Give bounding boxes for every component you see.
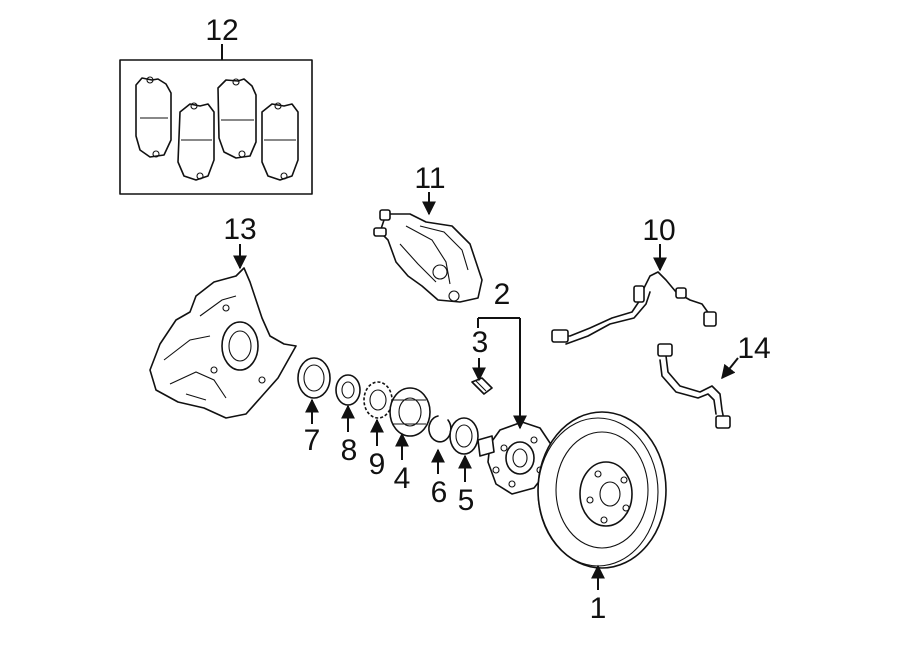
brake-pad bbox=[135, 76, 172, 158]
callout-14: 14 bbox=[737, 332, 770, 365]
brake-rotor[interactable] bbox=[537, 411, 667, 569]
brake-pad-kit[interactable] bbox=[119, 59, 313, 195]
callout-9: 9 bbox=[369, 448, 386, 481]
pad-kit-box bbox=[119, 59, 313, 195]
callout-3: 3 bbox=[472, 326, 489, 359]
hub-seal[interactable] bbox=[297, 357, 331, 399]
callout-10: 10 bbox=[642, 214, 675, 247]
callout-1: 1 bbox=[590, 592, 607, 625]
callout-11: 11 bbox=[414, 162, 445, 195]
callout-8: 8 bbox=[341, 434, 358, 467]
callout-7: 7 bbox=[304, 424, 321, 457]
callout-4: 4 bbox=[394, 462, 411, 495]
brake-pad bbox=[217, 78, 257, 159]
bearing-housing[interactable] bbox=[389, 387, 431, 437]
wheel-bearing[interactable] bbox=[363, 381, 393, 419]
snap-ring[interactable] bbox=[428, 415, 452, 443]
dust-seal[interactable] bbox=[449, 417, 479, 455]
callout-12: 12 bbox=[205, 14, 238, 47]
callout-6: 6 bbox=[431, 476, 448, 509]
callout-13: 13 bbox=[223, 213, 256, 246]
hub-bolt[interactable] bbox=[471, 377, 493, 395]
abs-wheel-speed-sensor[interactable] bbox=[551, 271, 717, 345]
brake-hose[interactable] bbox=[657, 343, 731, 429]
brake-caliper[interactable] bbox=[373, 209, 483, 303]
callout-2: 2 bbox=[494, 278, 511, 311]
callout-5: 5 bbox=[458, 484, 475, 517]
brake-pad bbox=[261, 102, 299, 181]
splash-shield[interactable] bbox=[149, 267, 297, 419]
callout-labels: 12 13 11 10 14 2 3 7 8 9 4 6 5 1 bbox=[205, 14, 770, 625]
bearing-inner-race[interactable] bbox=[335, 374, 361, 406]
brake-pad bbox=[177, 102, 215, 181]
wheel-hub[interactable] bbox=[477, 421, 553, 495]
callout-leaders bbox=[221, 44, 739, 590]
